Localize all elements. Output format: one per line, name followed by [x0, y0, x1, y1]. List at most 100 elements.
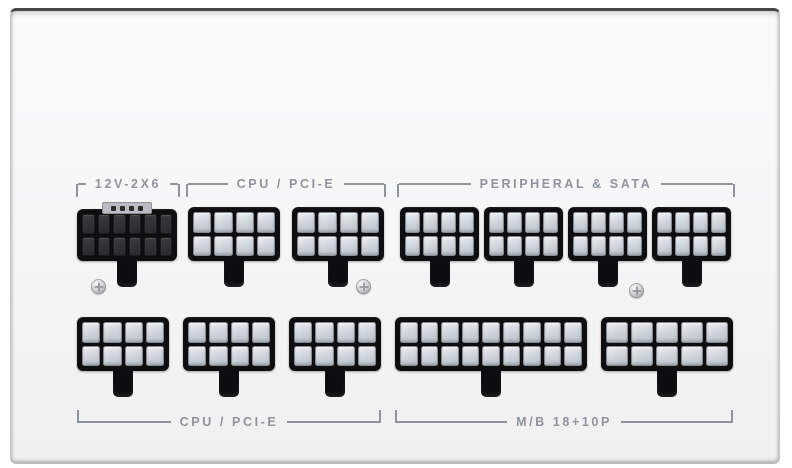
- pin-socket: [336, 345, 355, 366]
- pin-socket: [675, 235, 690, 256]
- connector-cpu-pcie-top-1: [188, 207, 280, 287]
- pin-socket: [523, 322, 541, 343]
- connector-cpu-pcie-bottom-2: [183, 317, 275, 397]
- pin-socket: [188, 345, 207, 366]
- pin-grid: [193, 212, 275, 256]
- pin-socket: [711, 235, 726, 256]
- pin-socket: [294, 322, 313, 343]
- pin-socket: [159, 214, 172, 234]
- pin-socket: [423, 235, 438, 256]
- pin-socket: [360, 235, 379, 256]
- connector-latch-tab: [219, 371, 239, 397]
- pin-grid: [188, 322, 270, 366]
- bracket-line: [287, 421, 379, 423]
- pin-socket: [543, 235, 558, 256]
- pin-socket: [656, 322, 678, 343]
- sense-pin: [120, 205, 125, 211]
- pin-socket: [675, 212, 690, 233]
- pin-socket: [251, 322, 270, 343]
- pin-socket: [507, 235, 522, 256]
- connector-latch-tab: [429, 261, 450, 287]
- bracket-bkt-cpu-bottom: CPU / PCI-E: [77, 409, 381, 435]
- bracket-bkt-12v: 12V-2X6: [76, 171, 180, 197]
- sense-pin: [111, 205, 116, 211]
- pin-socket: [543, 212, 558, 233]
- connector-12v-2x6: [77, 202, 177, 287]
- pin-socket: [461, 322, 480, 343]
- pin-socket: [357, 322, 376, 343]
- connector-latch-tab: [117, 261, 137, 287]
- pin-socket: [631, 345, 653, 366]
- pin-socket: [482, 345, 500, 366]
- bracket-line: [661, 183, 733, 185]
- pin-socket: [159, 236, 172, 256]
- pin-socket: [360, 212, 379, 233]
- pin-grid: [489, 212, 558, 256]
- bracket-tick: [186, 183, 188, 197]
- pin-socket: [230, 322, 249, 343]
- connector-mb-18p: [395, 317, 587, 397]
- pin-socket: [103, 322, 122, 343]
- pin-socket: [128, 214, 141, 234]
- pin-socket: [193, 212, 212, 233]
- pin-socket: [113, 214, 126, 234]
- pin-socket: [420, 322, 439, 343]
- pin-socket: [82, 236, 95, 256]
- pin-socket: [400, 345, 418, 366]
- connector-peripheral-3: [568, 207, 647, 287]
- pin-socket: [631, 322, 653, 343]
- pin-socket: [606, 322, 628, 343]
- pin-socket: [489, 235, 504, 256]
- connector-latch-tab: [328, 261, 348, 287]
- connector-cpu-pcie-bottom-3: [289, 317, 381, 397]
- connector-cpu-pcie-bottom-1: [77, 317, 169, 397]
- bracket-bkt-mb: M/B 18+10P: [395, 409, 733, 435]
- pin-socket: [591, 235, 606, 256]
- pin-grid: [82, 322, 164, 366]
- pin-grid: [294, 322, 376, 366]
- pin-socket: [441, 345, 459, 366]
- pin-socket: [124, 322, 143, 343]
- connector-latch-tab: [597, 261, 618, 287]
- pin-grid: [657, 212, 726, 256]
- bracket-tick: [397, 183, 399, 197]
- pin-socket: [315, 345, 334, 366]
- connector-mb-10p: [601, 317, 733, 397]
- pin-grid: [82, 214, 172, 256]
- pin-grid: [606, 322, 728, 366]
- bracket-label: M/B 18+10P: [516, 415, 612, 429]
- pin-socket: [693, 212, 708, 233]
- pin-socket: [564, 322, 582, 343]
- connector-latch-tab: [681, 261, 702, 287]
- bracket-tick: [77, 409, 79, 423]
- pin-socket: [294, 345, 313, 366]
- pin-socket: [523, 345, 541, 366]
- connector-peripheral-4: [652, 207, 731, 287]
- connector-latch-tab: [657, 371, 677, 397]
- pin-socket: [214, 235, 233, 256]
- panel-screw: [629, 283, 644, 298]
- pin-socket: [543, 322, 562, 343]
- pin-socket: [441, 235, 456, 256]
- pin-socket: [297, 235, 316, 256]
- bracket-line: [344, 183, 384, 185]
- bracket-bkt-peripheral: PERIPHERAL & SATA: [397, 171, 735, 197]
- pin-socket: [681, 345, 703, 366]
- connector-peripheral-2: [484, 207, 563, 287]
- pin-socket: [441, 212, 456, 233]
- pin-socket: [609, 212, 624, 233]
- pin-socket: [482, 322, 500, 343]
- pin-socket: [188, 322, 207, 343]
- pin-socket: [627, 212, 642, 233]
- pin-socket: [144, 214, 157, 234]
- pin-socket: [609, 235, 624, 256]
- pin-socket: [193, 235, 212, 256]
- pin-socket: [230, 345, 249, 366]
- pin-socket: [459, 212, 474, 233]
- bracket-line: [79, 421, 171, 423]
- pin-socket: [459, 235, 474, 256]
- pin-socket: [97, 214, 110, 234]
- pin-grid: [573, 212, 642, 256]
- bracket-label: CPU / PCI-E: [236, 177, 336, 191]
